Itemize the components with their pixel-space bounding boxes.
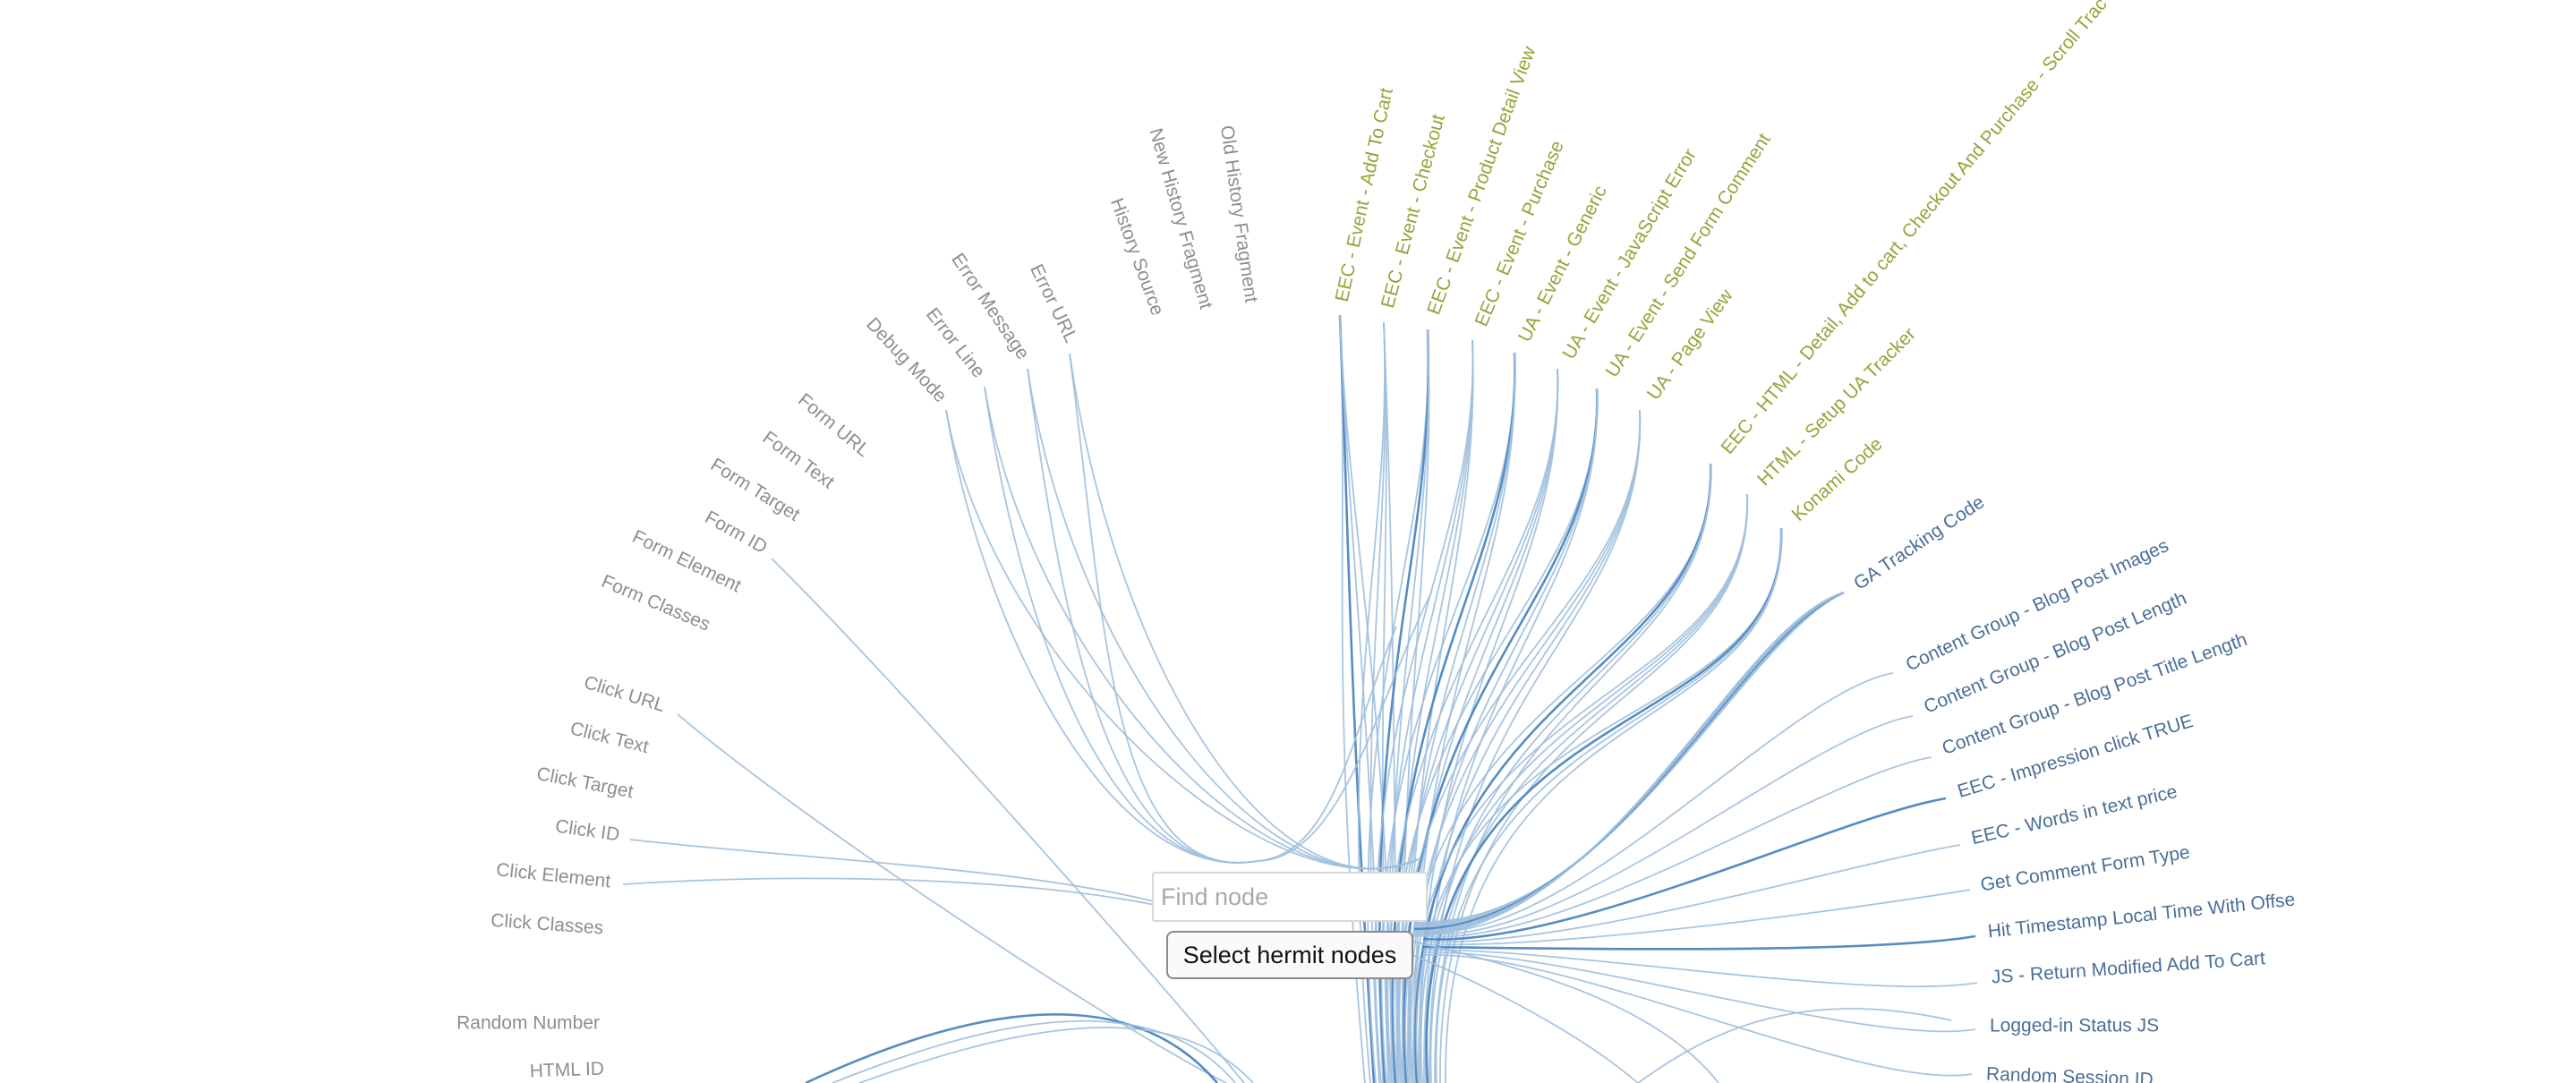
link-22 [1408,368,1559,1083]
node-label-random-session-id[interactable]: Random Session ID [1986,1064,2154,1083]
link-2 [1339,314,1384,1083]
node-label-click-text[interactable]: Click Text [568,718,652,757]
link-25 [1403,388,1599,1083]
link-1 [1338,314,1376,1083]
link-76 [1422,954,1973,1077]
link-75 [1422,951,1976,1033]
find-node-input[interactable] [1152,872,1428,922]
node-label-random-number[interactable]: Random Number [456,1013,600,1034]
link-80 [1395,948,1639,1083]
link-72 [1422,889,1971,946]
link-56 [677,713,1227,1083]
link-82 [1637,1008,1952,1083]
node-label-click-id[interactable]: Click ID [554,816,621,846]
node-label-form-text[interactable]: Form Text [759,427,839,492]
node-label-form-classes[interactable]: Form Classes [599,571,713,635]
link-10 [1390,328,1429,1083]
node-label-click-target[interactable]: Click Target [535,763,635,802]
link-layer [622,314,1978,1083]
link-67 [1422,672,1894,933]
link-43 [1445,527,1782,1083]
link-78 [832,1019,1236,1083]
node-label-history-source[interactable]: History Source [1106,195,1168,318]
link-39 [1439,493,1748,1083]
node-label-click-url[interactable]: Click URL [582,672,668,716]
link-4 [1357,321,1386,1083]
link-81 [1404,939,1719,1083]
link-9 [1378,328,1430,1083]
node-label-hit-timestamp[interactable]: Hit Timestamp Local Time With Offse [1987,890,2297,942]
link-48 [984,386,1258,864]
link-36 [1410,493,1748,1083]
node-label-error-line[interactable]: Error Line [922,304,989,382]
link-71 [1422,844,1961,943]
node-label-click-classes[interactable]: Click Classes [490,910,604,939]
node-label-form-id[interactable]: Form ID [702,507,771,558]
node-label-logged-in-status[interactable]: Logged-in Status JS [1990,1016,2159,1036]
link-68 [1422,715,1914,935]
node-label-old-history-fragment[interactable]: Old History Fragment [1216,124,1262,304]
node-label-form-url[interactable]: Form URL [794,389,874,461]
link-79 [858,1027,1254,1083]
link-21 [1397,368,1559,1083]
link-66 [1413,592,1845,937]
link-28 [1398,409,1641,1083]
link-77 [805,1013,1218,1083]
link-50 [945,409,1258,864]
link-18 [1403,352,1516,1083]
link-69 [1422,756,1932,938]
link-49 [984,386,1420,870]
link-44 [1069,353,1258,864]
select-hermit-nodes-button[interactable]: Select hermit nodes [1166,931,1413,979]
link-12 [1374,339,1474,1083]
link-74 [1422,949,1978,988]
link-57 [771,558,1245,1083]
link-5 [1369,321,1386,1083]
node-label-eec-html-detail[interactable]: EEC - HTML - Detail, Add to cart, Checko… [1717,0,2111,458]
node-label-click-element[interactable]: Click Element [495,859,611,891]
link-37 [1420,493,1748,1083]
node-label-eec-product-detail[interactable]: EEC - Event - Product Detail View [1423,43,1540,318]
node-label-js-return-modified[interactable]: JS - Return Modified Add To Cart [1991,948,2266,987]
link-73 [1422,934,1976,951]
link-52 [1257,626,1397,862]
link-20 [1386,368,1559,1083]
node-label-error-url[interactable]: Error URL [1026,261,1081,346]
link-13 [1386,339,1474,1083]
link-11 [1401,328,1430,1083]
node-label-html-id[interactable]: HTML ID [529,1059,604,1082]
link-51 [945,409,1420,870]
link-55 [622,877,1173,909]
link-53 [1257,590,1433,862]
node-label-get-comment-form-type[interactable]: Get Comment Form Type [1979,842,2191,896]
link-14 [1396,339,1474,1083]
link-54 [629,839,1164,905]
link-6 [1381,321,1389,1083]
node-label-eec-words-in-price[interactable]: EEC - Words in text price [1969,781,2179,848]
node-label-ga-tracking-code[interactable]: GA Tracking Code [1850,491,1988,593]
link-70 [1422,797,1947,941]
link-17 [1391,352,1516,1083]
link-46 [1027,368,1258,864]
